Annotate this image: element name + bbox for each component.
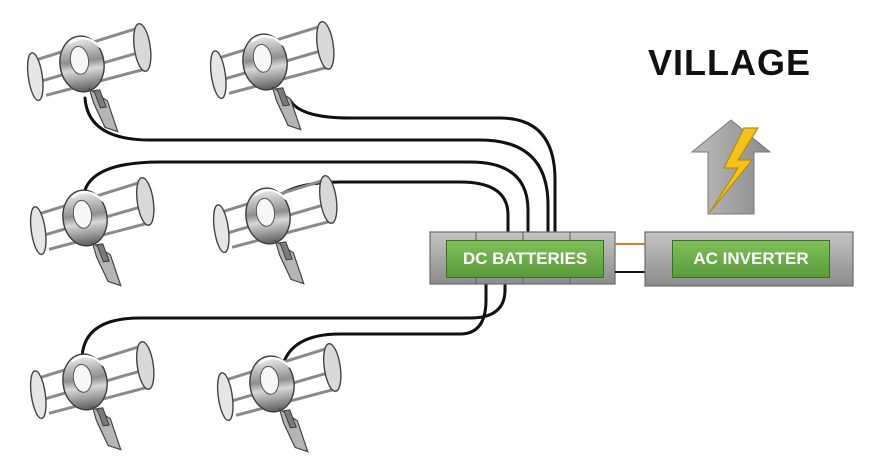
cable-turbine-3 <box>83 160 530 237</box>
wind-turbine-icon <box>24 339 166 463</box>
wind-turbine-icon <box>204 19 346 143</box>
cable-turbine-5 <box>80 281 507 362</box>
cable-turbine-1 <box>83 96 550 237</box>
cable-turbine-2 <box>288 98 557 237</box>
lightning-bolt-icon <box>709 127 760 213</box>
wind-turbine-icon <box>207 173 349 297</box>
wind-turbine-icon <box>211 341 353 465</box>
cable-turbine-6 <box>280 281 488 370</box>
wind-turbine-icon <box>21 21 163 145</box>
wind-turbine-icon <box>24 175 166 299</box>
page-title: VILLAGE <box>648 42 812 83</box>
ac-inverter-label: AC INVERTER <box>672 240 830 278</box>
dc-batteries-label: DC BATTERIES <box>446 240 604 278</box>
